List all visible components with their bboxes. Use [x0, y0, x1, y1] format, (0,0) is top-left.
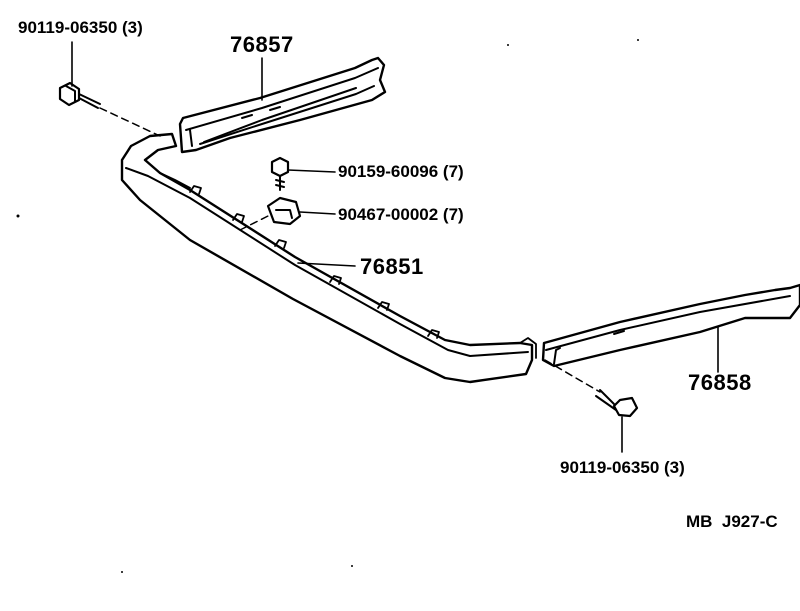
bolt-top: [58, 81, 101, 109]
label-part-76851: 76851: [360, 254, 424, 279]
assembly-lines: [99, 107, 601, 393]
label-bolt-bottom: 90119-06350 (3): [560, 458, 685, 477]
label-part-76857: 76857: [230, 32, 294, 57]
clip-nut: [266, 196, 302, 226]
label-screw: 90159-60096 (7): [338, 162, 464, 181]
figure-code: MB J927-C: [686, 512, 778, 531]
leader-lines: [71, 41, 719, 453]
screw: [270, 156, 290, 191]
label-bolt-top: 90119-06350 (3): [18, 18, 143, 37]
spoiler-76851: [120, 132, 537, 384]
extension-76858: [541, 283, 800, 368]
bolt-bottom: [595, 389, 639, 418]
label-nut: 90467-00002 (7): [338, 205, 464, 224]
extension-76857: [178, 56, 387, 154]
label-part-76858: 76858: [688, 370, 752, 395]
